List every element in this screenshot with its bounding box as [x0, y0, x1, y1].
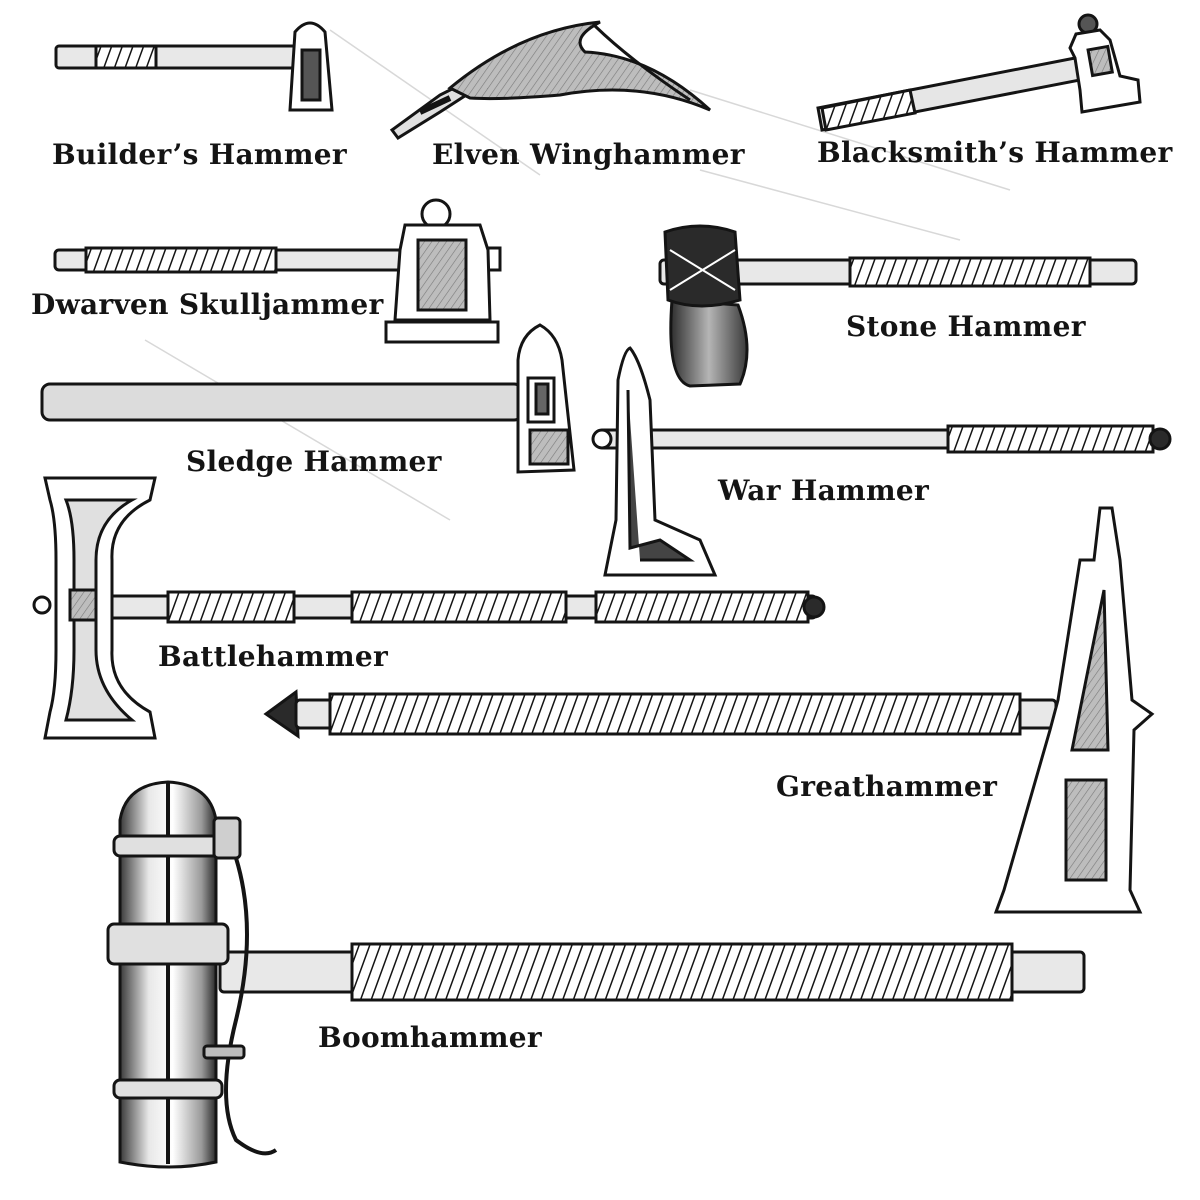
label-stone-hammer: Stone Hammer [846, 310, 1086, 343]
builders-hammer-drawing [54, 21, 334, 112]
label-battlehammer: Battlehammer [158, 640, 389, 673]
battlehammer-drawing [32, 476, 826, 740]
label-blacksmiths-hammer: Blacksmith’s Hammer [817, 136, 1173, 169]
label-greathammer: Greathammer [776, 770, 998, 803]
blacksmiths-hammer-drawing [816, 13, 1142, 132]
boomhammer-drawing [106, 780, 1086, 1169]
label-dwarven-skulljammer: Dwarven Skulljammer [31, 288, 384, 321]
label-builders-hammer: Builder’s Hammer [52, 138, 347, 171]
war-hammer-drawing [591, 346, 1172, 577]
label-sledge-hammer: Sledge Hammer [186, 445, 442, 478]
label-boomhammer: Boomhammer [318, 1021, 542, 1054]
elven-winghammer-drawing [389, 20, 712, 140]
sledge-hammer-drawing [40, 323, 576, 474]
dwarven-skulljammer-drawing [53, 198, 502, 344]
label-war-hammer: War Hammer [718, 474, 930, 507]
label-elven-winghammer: Elven Winghammer [432, 138, 745, 171]
greathammer-drawing [263, 506, 1155, 914]
stone-hammer-drawing [658, 224, 1138, 388]
